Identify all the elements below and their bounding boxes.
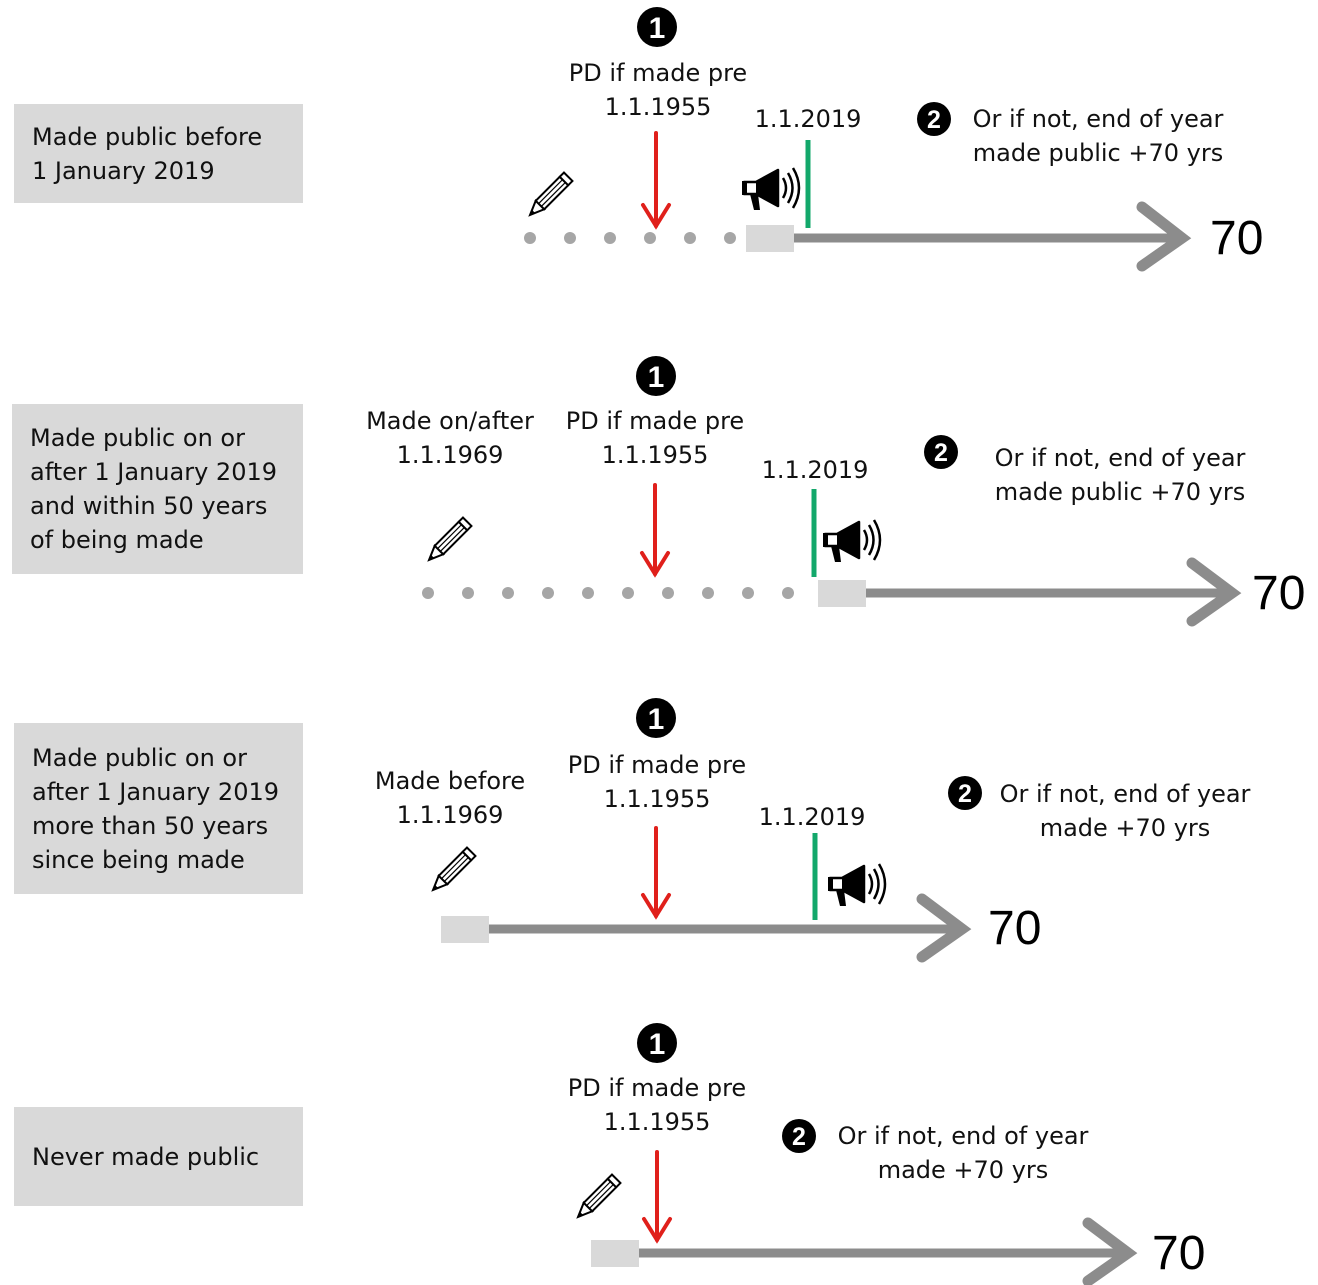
pd-rule-text: PD if made pre 1.1.1955 xyxy=(565,407,745,469)
end-value-70: 70 xyxy=(1252,567,1306,620)
pd-arrow-1 xyxy=(641,131,671,230)
megaphone-icon xyxy=(740,166,801,212)
publication-box-1 xyxy=(746,225,794,252)
step2-text: Or if not, end of year made +70 yrs xyxy=(999,780,1251,842)
pencil-icon xyxy=(572,1173,622,1223)
dotted-line-1 xyxy=(524,232,736,244)
end-value-70: 70 xyxy=(1210,212,1264,265)
label-line: and within 50 years xyxy=(30,492,268,520)
scenario-4-label: Never made public xyxy=(14,1107,303,1206)
number-1-badge xyxy=(637,7,677,47)
arrowhead-2 xyxy=(1186,557,1242,627)
label-line: after 1 January 2019 xyxy=(32,777,279,806)
number-2-badge xyxy=(917,102,951,136)
pencil-icon xyxy=(423,516,473,566)
pd-arrow-3 xyxy=(641,826,671,920)
label-line: of being made xyxy=(30,526,204,554)
label-line: Made public on or xyxy=(32,743,247,772)
scenario-2-label: Made public on or after 1 January 2019 a… xyxy=(12,404,303,574)
number-2-badge xyxy=(782,1119,816,1153)
number-1-badge xyxy=(637,1023,677,1063)
pd-arrow-4 xyxy=(642,1150,672,1244)
creation-box-3 xyxy=(441,916,489,943)
number-2-badge xyxy=(948,776,982,810)
number-1-badge xyxy=(636,356,676,396)
number-2-badge xyxy=(924,435,958,469)
megaphone-icon xyxy=(826,862,887,908)
step2-text: Or if not, end of year made public +70 y… xyxy=(972,105,1224,167)
pd-arrow-2 xyxy=(640,483,670,578)
timeline-3 xyxy=(427,698,982,963)
step2-text: Or if not, end of year made +70 yrs xyxy=(837,1122,1089,1184)
publication-box-2 xyxy=(818,580,866,607)
label-line: more than 50 years xyxy=(32,811,269,840)
made-date-text: Made before 1.1.1969 xyxy=(374,767,526,829)
pencil-icon xyxy=(524,171,574,221)
label-line: after 1 January 2019 xyxy=(30,458,277,486)
arrowhead-3 xyxy=(916,893,972,963)
end-value-70: 70 xyxy=(988,902,1042,955)
label-line: since being made xyxy=(32,845,245,874)
scenario-1-label: Made public before 1 January 2019 xyxy=(14,104,303,203)
timeline-1 xyxy=(524,7,1192,272)
arrowhead-4 xyxy=(1082,1217,1138,1285)
megaphone-icon xyxy=(821,518,882,564)
label-line: Made public on or xyxy=(30,424,245,452)
dotted-line-2 xyxy=(422,587,794,599)
label-line: Made public before xyxy=(32,122,263,151)
date-2019-label: 1.1.2019 xyxy=(758,803,866,831)
step2-text: Or if not, end of year made public +70 y… xyxy=(994,444,1246,506)
end-value-70: 70 xyxy=(1152,1227,1206,1280)
pd-rule-text: PD if made pre 1.1.1955 xyxy=(567,751,747,813)
arrowhead-1 xyxy=(1136,201,1192,272)
pd-rule-text: PD if made pre 1.1.1955 xyxy=(567,1074,747,1136)
pencil-icon xyxy=(427,846,477,896)
made-date-text: Made on/after 1.1.1969 xyxy=(366,407,534,469)
scenario-3-label: Made public on or after 1 January 2019 m… xyxy=(14,723,303,894)
pd-rule-text: PD if made pre 1.1.1955 xyxy=(568,59,748,121)
label-line: Never made public xyxy=(32,1142,260,1171)
number-1-badge xyxy=(636,698,676,738)
timeline-2 xyxy=(422,356,1242,627)
date-2019-label: 1.1.2019 xyxy=(754,105,862,133)
creation-box-4 xyxy=(591,1240,639,1267)
timeline-4 xyxy=(572,1023,1138,1285)
date-2019-label: 1.1.2019 xyxy=(761,456,869,484)
label-line: 1 January 2019 xyxy=(32,156,215,185)
